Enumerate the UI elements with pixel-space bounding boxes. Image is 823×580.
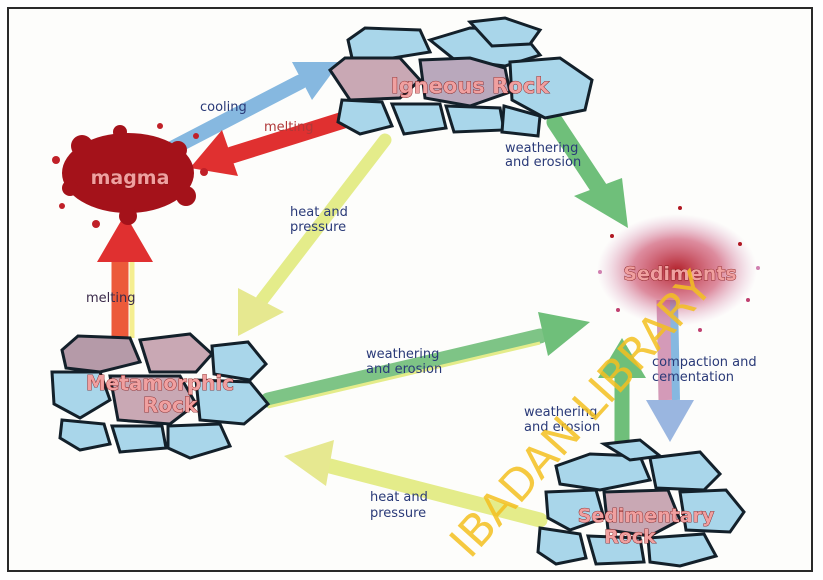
arrow-weathering-mid (260, 312, 590, 409)
arrow-melting-left (97, 214, 153, 338)
label-magma: magma (91, 167, 170, 189)
node-magma: magma (52, 123, 208, 228)
label-weathering-mid-1: weathering (366, 347, 439, 362)
label-weathering-mid-2: and erosion (366, 362, 442, 377)
label-sedimentary-line2: Rock (604, 526, 656, 548)
node-igneous-rock: Igneous Rock (327, 16, 594, 138)
label-compaction-2: cementation (652, 370, 734, 385)
node-sedimentary-rock: Sedimentary Rock (536, 438, 746, 568)
label-melting-left: melting (86, 291, 135, 306)
label-sediments: Sediments (623, 263, 736, 285)
label-heat-bottom-1: heat and (370, 490, 428, 505)
label-weathering-right-2: and erosion (505, 155, 581, 170)
label-heat-top-2: pressure (290, 220, 346, 235)
label-sedimentary-line1: Sedimentary (578, 505, 715, 527)
label-weathering-bottom-2: and erosion (524, 420, 600, 435)
label-compaction-1: compaction and (652, 355, 757, 370)
label-melting-top: melting (264, 120, 313, 135)
label-heat-top-1: heat and (290, 205, 348, 220)
label-igneous-rock: Igneous Rock (391, 74, 550, 98)
label-metamorphic-line1: Metamorphic (86, 371, 234, 395)
label-weathering-right-1: weathering (505, 141, 578, 156)
arrow-heat-bottom (284, 440, 548, 528)
label-metamorphic-line2: Rock (143, 393, 198, 417)
arrow-cooling (157, 62, 340, 160)
label-weathering-bottom-1: weathering (524, 405, 597, 420)
label-cooling: cooling (200, 100, 247, 115)
arrow-weathering-right (546, 113, 628, 228)
label-heat-bottom-2: pressure (370, 506, 426, 521)
arrow-weathering-bottom (598, 338, 646, 450)
node-sediments: Sediments (597, 206, 760, 332)
arrow-heat-top (238, 133, 392, 336)
node-metamorphic-rock: Metamorphic Rock (50, 332, 271, 460)
arrow-melting-top (190, 109, 359, 176)
